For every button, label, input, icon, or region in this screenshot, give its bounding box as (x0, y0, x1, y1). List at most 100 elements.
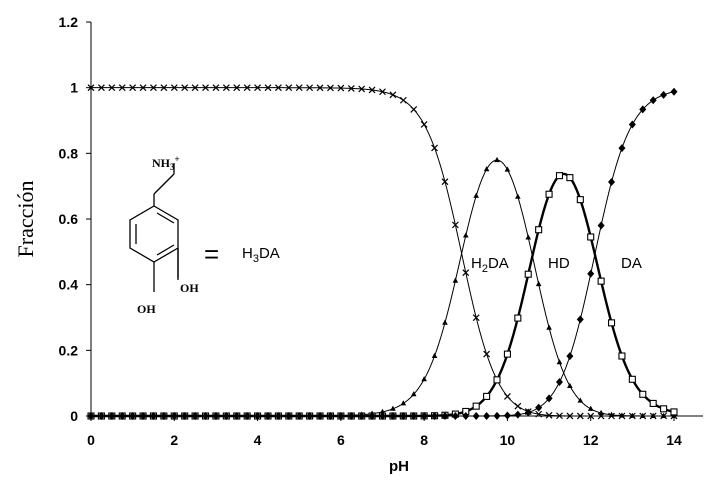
marker-h3da (118, 84, 126, 92)
marker-hd (545, 190, 553, 198)
marker-h3da (108, 84, 116, 92)
marker-h3da (556, 412, 563, 420)
marker-da (212, 412, 220, 420)
marker-h3da (368, 86, 376, 94)
marker-h3da (566, 412, 574, 420)
marker-h3da (587, 412, 595, 420)
marker-h3da (399, 96, 407, 104)
marker-h2da (608, 411, 615, 417)
marker-h2da (483, 166, 490, 172)
marker-h3da (337, 84, 345, 92)
marker-da (347, 412, 355, 420)
marker-da (410, 412, 418, 420)
marker-hd (660, 405, 668, 413)
marker-h3da (160, 84, 168, 92)
marker-hd (483, 392, 491, 400)
marker-h2da (587, 405, 594, 411)
marker-da (493, 411, 501, 420)
marker-hd (639, 390, 647, 398)
marker-da (202, 412, 210, 420)
marker-h3da (389, 91, 397, 99)
y-tick-label: 1.2 (59, 14, 79, 30)
x-tick-label: 8 (420, 432, 428, 448)
marker-h3da (576, 412, 584, 420)
marker-da (545, 394, 553, 403)
marker-h2da (567, 382, 573, 388)
marker-da (129, 412, 137, 420)
marker-h3da (514, 402, 522, 410)
marker-da (87, 412, 95, 420)
marker-h2da (556, 358, 563, 365)
marker-h3da (306, 84, 314, 92)
marker-h2da (410, 391, 417, 397)
marker-h3da (87, 84, 95, 92)
marker-da (243, 412, 251, 420)
marker-da (420, 412, 428, 420)
marker-h3da (202, 84, 209, 92)
marker-h3da (243, 84, 251, 92)
marker-h3da (285, 84, 293, 92)
marker-da (233, 412, 241, 420)
x-tick-label: 14 (666, 432, 682, 448)
marker-h3da (451, 221, 459, 229)
marker-hd (472, 402, 480, 410)
marker-da (503, 411, 511, 420)
marker-da (191, 412, 199, 420)
marker-da (587, 269, 595, 278)
marker-h3da (504, 393, 511, 400)
marker-da (108, 412, 116, 420)
marker-hd (587, 233, 595, 241)
x-tick-label: 4 (254, 432, 262, 448)
label-da: DA (621, 255, 642, 272)
marker-da (295, 412, 303, 420)
amine-label: NH3+ (152, 154, 180, 172)
y-tick-label: 1 (70, 80, 78, 96)
marker-hd (535, 226, 543, 234)
marker-h3da (274, 84, 282, 92)
marker-da (389, 412, 397, 420)
marker-da (254, 412, 262, 420)
marker-da (670, 87, 678, 96)
marker-h2da (535, 280, 542, 287)
marker-h2da (494, 156, 500, 163)
marker-h3da (410, 105, 418, 113)
marker-h2da (515, 193, 521, 199)
marker-h3da (462, 269, 470, 277)
equals-sign: = (204, 239, 219, 269)
marker-h2da (629, 412, 636, 418)
marker-da (97, 412, 105, 420)
marker-da (649, 96, 657, 105)
marker-h3da (358, 85, 366, 93)
y-tick-label: 0.4 (59, 277, 79, 293)
marker-hd (524, 270, 532, 278)
marker-hd (618, 352, 626, 360)
marker-hd (670, 408, 678, 416)
dopamine-structure-icon (129, 163, 179, 292)
x-tick-label: 0 (87, 432, 95, 448)
y-tick-label: 0.6 (59, 211, 79, 227)
marker-hd (566, 174, 574, 182)
marker-da (514, 410, 522, 419)
marker-hd (628, 375, 636, 383)
x-tick-label: 6 (337, 432, 345, 448)
series-line-h2da (91, 159, 674, 417)
marker-h2da (431, 352, 438, 358)
marker-hd (576, 196, 584, 204)
marker-h3da (420, 121, 428, 128)
marker-h3da (441, 178, 449, 186)
marker-da (316, 412, 324, 420)
marker-h3da (129, 84, 137, 92)
marker-h3da (327, 84, 334, 92)
marker-h3da (535, 410, 543, 418)
marker-h3da (295, 84, 303, 92)
marker-da (399, 412, 407, 420)
marker-da (628, 120, 636, 129)
marker-da (555, 378, 563, 387)
marker-hd (493, 376, 501, 384)
marker-da (576, 315, 584, 324)
marker-h3da (212, 84, 220, 92)
marker-da (483, 411, 491, 420)
marker-h2da (400, 400, 407, 406)
